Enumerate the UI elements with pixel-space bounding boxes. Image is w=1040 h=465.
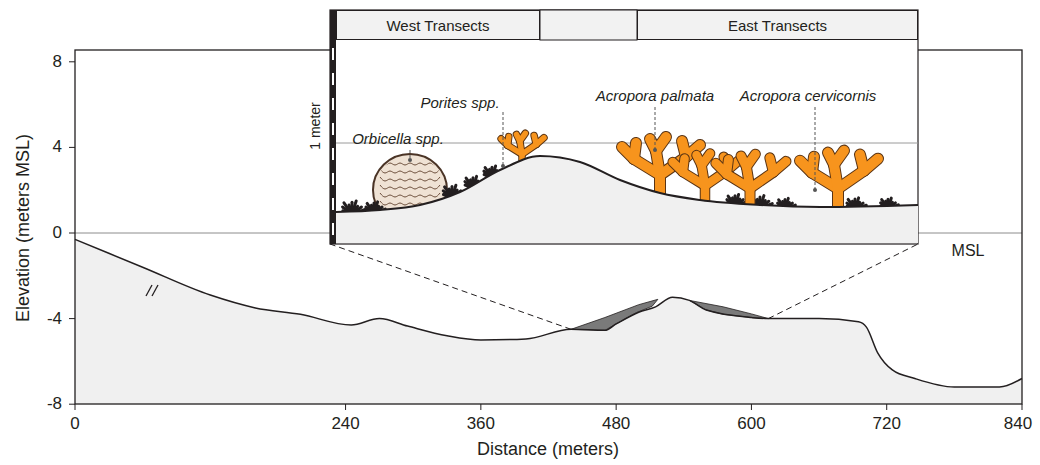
reef-surface <box>336 156 918 212</box>
header-text: East Transects <box>728 17 827 34</box>
scale-tick <box>332 73 334 85</box>
leader-dot <box>501 164 505 168</box>
species-label: Porites spp. <box>420 95 499 112</box>
palmata-coral <box>716 154 786 208</box>
x-tick <box>1022 404 1023 410</box>
y-tick <box>69 404 75 405</box>
inset-frame <box>330 10 918 244</box>
scale-tick <box>332 48 334 60</box>
palmata-coral <box>800 151 878 211</box>
x-tick-label: 840 <box>1004 415 1032 434</box>
reef-deposit <box>689 300 768 318</box>
zoom-line <box>768 244 918 319</box>
leader-dot <box>653 148 657 152</box>
header-cell <box>540 10 637 40</box>
msl-label: MSL <box>952 242 985 260</box>
seabed-fill <box>75 239 1022 404</box>
seabed-profile <box>75 239 1022 387</box>
leader-line <box>815 107 816 190</box>
scale-tick <box>332 148 334 160</box>
x-tick <box>345 404 346 410</box>
y-tick-label: 0 <box>53 224 62 243</box>
x-tick-label: 0 <box>70 415 79 434</box>
scale-label: 1 meter <box>308 102 323 149</box>
axis-title: Distance (meters) <box>477 440 619 460</box>
axis-break <box>152 285 158 296</box>
header-text: West Transects <box>386 17 489 34</box>
y-tick <box>69 61 75 62</box>
x-tick <box>75 404 76 410</box>
x-tick-label: 240 <box>331 415 359 434</box>
scale-tick <box>332 98 334 110</box>
leader-dot <box>408 158 412 162</box>
x-tick <box>886 404 887 410</box>
x-tick-label: 600 <box>737 415 765 434</box>
y-tick-label: 8 <box>53 52 62 71</box>
scale-tick <box>332 123 334 135</box>
x-tick <box>480 404 481 410</box>
y-tick-label: 4 <box>53 138 62 157</box>
y-tick-label: -4 <box>47 309 62 328</box>
scale-tick <box>332 173 334 185</box>
x-tick-label: 720 <box>873 415 901 434</box>
transect-header: West Transects <box>336 10 540 40</box>
species-label: Orbicella spp. <box>352 131 444 148</box>
x-tick <box>616 404 617 410</box>
y-tick <box>69 318 75 319</box>
scale-tick <box>332 198 334 210</box>
axis-break <box>146 285 152 296</box>
x-tick-label: 480 <box>602 415 630 434</box>
reef-mound <box>336 156 918 243</box>
x-tick <box>751 404 752 410</box>
leader-line <box>655 107 656 150</box>
leader-line <box>503 112 504 166</box>
species-label: Acropora cervicornis <box>740 88 877 105</box>
axis-title: Elevation (meters MSL) <box>14 134 34 322</box>
leader-dot <box>813 188 817 192</box>
x-tick-label: 360 <box>467 415 495 434</box>
y-tick <box>69 233 75 234</box>
zoom-line <box>330 244 571 329</box>
scale-bar <box>330 10 336 244</box>
scale-tick <box>332 223 334 235</box>
y-tick-label: -8 <box>47 395 62 414</box>
species-label: Acropora palmata <box>596 88 714 105</box>
transect-header: East Transects <box>637 10 918 40</box>
y-tick <box>69 147 75 148</box>
